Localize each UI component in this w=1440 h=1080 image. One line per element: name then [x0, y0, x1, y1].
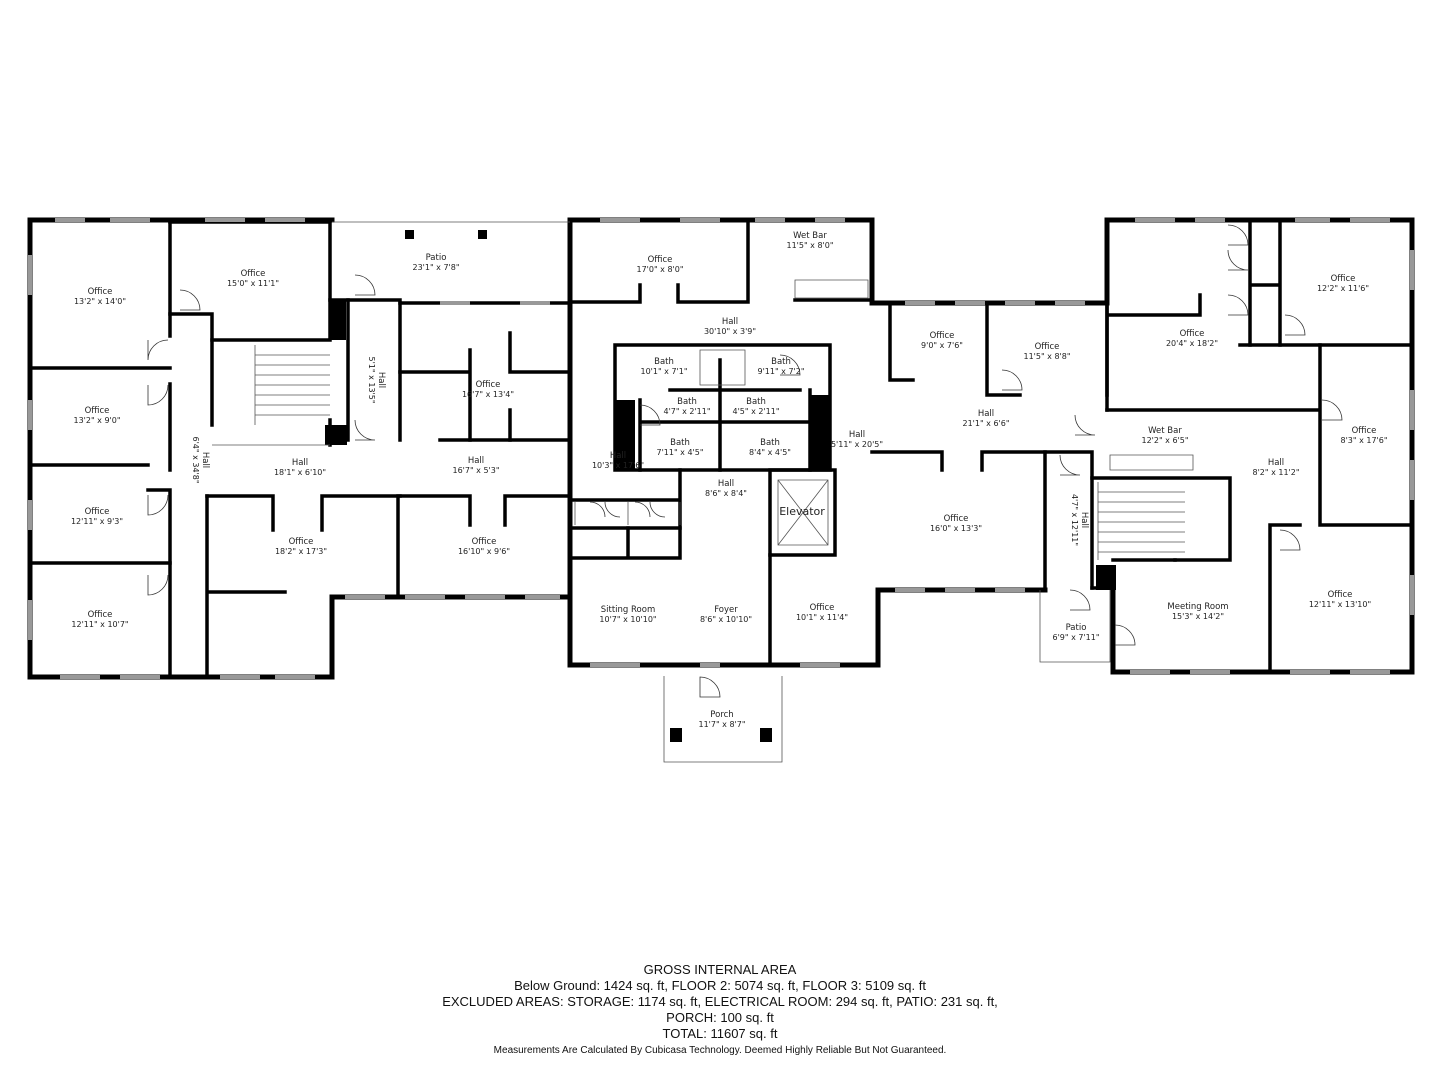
room-label: Office [810, 603, 835, 613]
room-dimensions: 6'4" x 34'8" [191, 436, 200, 483]
elevator-label: Elevator [779, 505, 825, 518]
room-dimensions: 4'7" x 2'11" [663, 407, 710, 416]
room-dimensions: 13'2" x 9'0" [73, 416, 120, 425]
room-label: Porch [710, 710, 733, 720]
disclaimer-note: Measurements Are Calculated By Cubicasa … [493, 1045, 947, 1056]
room-label: Hall [978, 409, 994, 419]
room-label: Office [241, 269, 266, 279]
room-label: Office [85, 406, 110, 416]
room-dimensions: 5'11" x 20'5" [831, 440, 883, 449]
room-label: Office [1331, 274, 1356, 284]
room-dimensions: 16'7" x 5'3" [452, 466, 499, 475]
room-dimensions: 30'10" x 3'9" [704, 327, 756, 336]
room-label: Office [944, 514, 969, 524]
room-dimensions: 9'0" x 7'6" [921, 341, 963, 350]
room-dimensions: 5'1" x 13'5" [367, 356, 376, 403]
area-line-excluded: EXCLUDED AREAS: STORAGE: 1174 sq. ft, EL… [442, 994, 998, 1009]
room-dimensions: 18'2" x 17'3" [275, 547, 327, 556]
room-dimensions: 12'11" x 9'3" [71, 517, 123, 526]
room-dimensions: 8'6" x 10'10" [700, 615, 752, 624]
room-dimensions: 13'2" x 14'0" [74, 297, 126, 306]
room-label: Meeting Room [1167, 602, 1228, 612]
room-dimensions: 20'4" x 18'2" [1166, 339, 1218, 348]
room-label: Patio [1066, 623, 1087, 633]
room-dimensions: 8'4" x 4'5" [749, 448, 791, 457]
room-label: Hall [468, 456, 484, 466]
room-dimensions: 18'1" x 6'10" [274, 468, 326, 477]
room-label: Hall [718, 479, 734, 489]
room-dimensions: 15'3" x 14'2" [1172, 612, 1224, 621]
room-label: Office [1328, 590, 1353, 600]
room-dimensions: 4'7" x 12'11" [1070, 494, 1079, 546]
walls [27, 217, 1415, 763]
room-dimensions: 10'1" x 11'4" [796, 613, 848, 622]
room-label: Hall [610, 451, 626, 461]
room-dimensions: 16'10" x 9'6" [458, 547, 510, 556]
room-label: Office [1180, 329, 1205, 339]
room-label: Office [648, 255, 673, 265]
room-dimensions: 8'6" x 8'4" [705, 489, 747, 498]
room-label: Office [472, 537, 497, 547]
room-label: Hall [1268, 458, 1284, 468]
area-title: GROSS INTERNAL AREA [643, 962, 797, 977]
room-label: Bath [677, 397, 697, 407]
room-dimensions: 12'2" x 11'6" [1317, 284, 1369, 293]
room-dimensions: 17'0" x 8'0" [636, 265, 683, 274]
room-dimensions: 10'7" x 10'10" [599, 615, 656, 624]
room-label: Wet Bar [1148, 426, 1182, 436]
room-dimensions: 8'3" x 17'6" [1340, 436, 1387, 445]
room-dimensions: 11'5" x 8'0" [786, 241, 833, 250]
room-dimensions: 11'5" x 8'8" [1023, 352, 1070, 361]
room-label: Hall [849, 430, 865, 440]
room-dimensions: 23'1" x 7'8" [412, 263, 459, 272]
room-label: Office [930, 331, 955, 341]
room-label: Office [289, 537, 314, 547]
area-line-porch: PORCH: 100 sq. ft [666, 1010, 774, 1025]
room-label: Bath [654, 357, 674, 367]
room-dimensions: 6'9" x 7'11" [1052, 633, 1099, 642]
room-dimensions: 10'3" x 17'6" [592, 461, 644, 470]
room-label: Office [88, 610, 113, 620]
room-dimensions: 4'5" x 2'11" [732, 407, 779, 416]
room-label: Office [85, 507, 110, 517]
room-dimensions: 21'1" x 6'6" [962, 419, 1009, 428]
room-dimensions: 8'2" x 11'2" [1252, 468, 1299, 477]
room-label: Hall [376, 372, 386, 388]
room-label: Hall [200, 452, 210, 468]
room-label: Office [1352, 426, 1377, 436]
room-label: Hall [722, 317, 738, 327]
room-dimensions: 12'11" x 10'7" [71, 620, 128, 629]
area-summary: GROSS INTERNAL AREA Below Ground: 1424 s… [0, 962, 1440, 1058]
room-label: Bath [760, 438, 780, 448]
room-dimensions: 11'7" x 8'7" [698, 720, 745, 729]
area-line-total: TOTAL: 11607 sq. ft [662, 1026, 778, 1041]
area-line-floors: Below Ground: 1424 sq. ft, FLOOR 2: 5074… [514, 978, 926, 993]
room-dimensions: 16'0" x 13'3" [930, 524, 982, 533]
room-dimensions: 9'11" x 7'2" [757, 367, 804, 376]
room-label: Patio [426, 253, 447, 263]
room-dimensions: 10'1" x 7'1" [640, 367, 687, 376]
room-label: Wet Bar [793, 231, 827, 241]
room-label: Office [1035, 342, 1060, 352]
room-label: Bath [670, 438, 690, 448]
room-dimensions: 12'2" x 6'5" [1141, 436, 1188, 445]
room-label: Bath [771, 357, 791, 367]
room-label: Office [88, 287, 113, 297]
room-label: Hall [292, 458, 308, 468]
room-label: Bath [746, 397, 766, 407]
room-label: Sitting Room [601, 605, 655, 615]
room-dimensions: 7'11" x 4'5" [656, 448, 703, 457]
room-label: Hall [1079, 512, 1089, 528]
room-dimensions: 16'7" x 13'4" [462, 390, 514, 399]
room-dimensions: 12'11" x 13'10" [1309, 600, 1371, 609]
room-dimensions: 15'0" x 11'1" [227, 279, 279, 288]
room-label: Foyer [714, 605, 738, 615]
room-label: Office [476, 380, 501, 390]
